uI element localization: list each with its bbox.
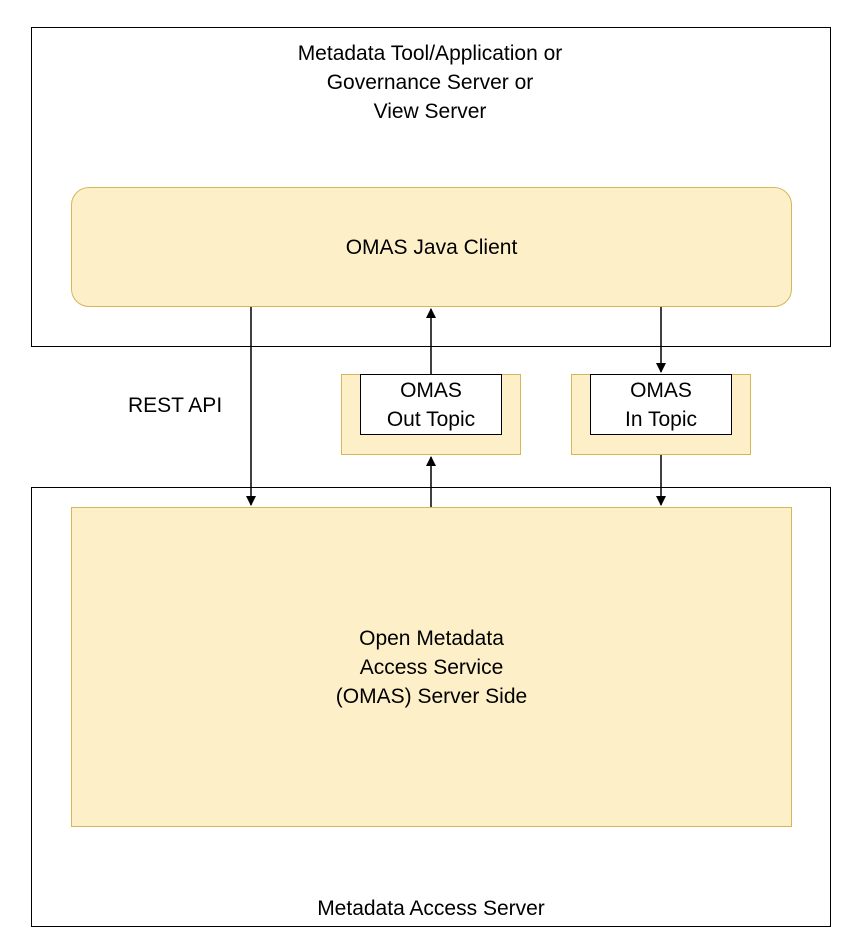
omas-java-client-label: OMAS Java Client bbox=[345, 235, 518, 259]
metadata-access-server-title: Metadata Access Server bbox=[317, 897, 545, 920]
omas-server-side-label: Open Metadata Access Service (OMAS) Serv… bbox=[335, 626, 528, 708]
rest-api-label: REST API bbox=[128, 394, 223, 417]
in-topic-label: OMAS In Topic bbox=[590, 374, 732, 435]
omas-server-side: Open Metadata Access Service (OMAS) Serv… bbox=[71, 507, 792, 827]
client-host-title: Metadata Tool/Application or Governance … bbox=[297, 42, 563, 123]
omas-java-client: OMAS Java Client bbox=[71, 187, 792, 307]
out-topic-label: OMAS Out Topic bbox=[360, 374, 502, 435]
